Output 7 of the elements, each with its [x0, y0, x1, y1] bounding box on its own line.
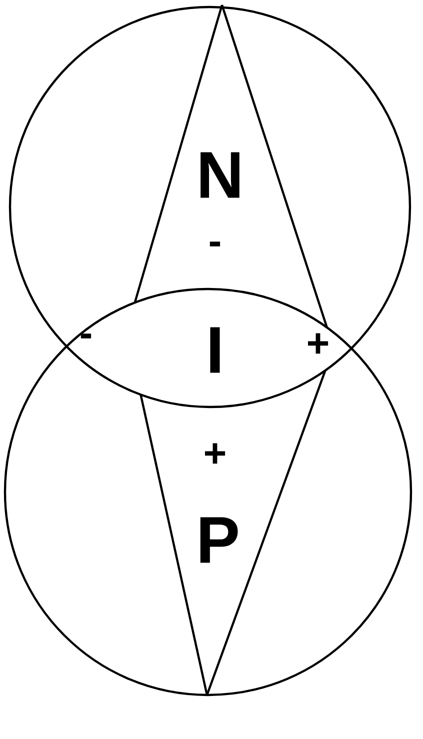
- letter: P: [200, 517, 238, 563]
- letter: I: [210, 327, 220, 373]
- letter: N: [200, 152, 240, 198]
- sign: +: [308, 333, 328, 354]
- sign: -: [210, 242, 220, 246]
- sign: -: [80, 334, 92, 338]
- sign: +: [205, 443, 226, 464]
